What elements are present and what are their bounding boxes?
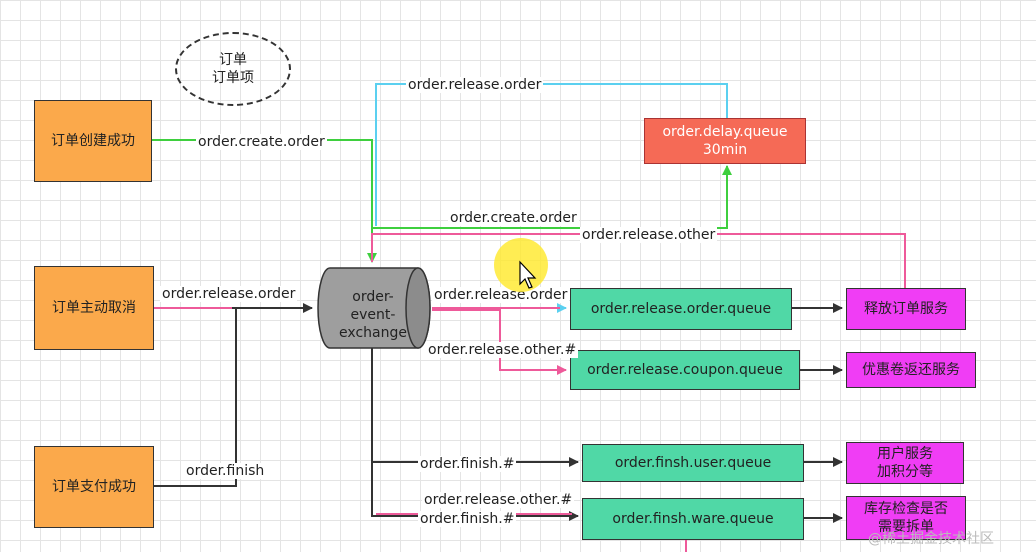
- queue-release-coupon: order.release.coupon.queue: [570, 350, 800, 390]
- service-ware-check: 库存检查是否 需要拆单: [846, 496, 966, 540]
- service-coupon-return: 优惠卷返还服务: [846, 352, 976, 388]
- label-finish: order.finish: [184, 463, 267, 479]
- source-order-cancelled: 订单主动取消: [34, 266, 154, 350]
- label-release-other-wild: order.release.other.#: [426, 342, 579, 358]
- exchange-label: order- event- exchange: [339, 289, 407, 341]
- edge-create-order: [152, 139, 377, 263]
- source-order-paid: 订单支付成功: [34, 446, 154, 528]
- service-user-points: 用户服务 加积分等: [846, 442, 964, 484]
- service-release-order: 释放订单服务: [846, 288, 966, 330]
- edge-bind-coupon: [432, 309, 567, 375]
- edge-exchange-delay: [372, 165, 732, 229]
- label-create-order-mid: order.create.order: [448, 210, 579, 226]
- queue-finish-user: order.finsh.user.queue: [582, 444, 804, 482]
- queue-finish-ware: order.finsh.ware.queue: [582, 498, 804, 540]
- exchange-cylinder: [317, 267, 431, 349]
- queue-order-delay: order.delay.queue 30min: [644, 118, 806, 164]
- label-finish-ware: order.finish.#: [418, 511, 517, 527]
- label-release-order-bind: order.release.order: [432, 287, 570, 303]
- label-create-order: order.create.order: [196, 134, 327, 150]
- queue-release-order: order.release.order.queue: [570, 288, 792, 330]
- label-release-other-ware: order.release.other.#: [422, 492, 575, 508]
- label-finish-user: order.finish.#: [418, 456, 517, 472]
- order-entity-note: 订单 订单项: [175, 32, 291, 106]
- source-order-created: 订单创建成功: [34, 100, 152, 182]
- label-release-order-cancel: order.release.order: [160, 286, 298, 302]
- edge-bind-finish-user: [371, 348, 579, 467]
- edge-finish: [154, 308, 237, 487]
- label-release-order-top: order.release.order: [406, 77, 544, 93]
- label-release-other-top: order.release.other: [580, 227, 718, 243]
- cursor-highlight: [494, 238, 548, 292]
- watermark: @稀土掘金技术社区: [868, 531, 994, 547]
